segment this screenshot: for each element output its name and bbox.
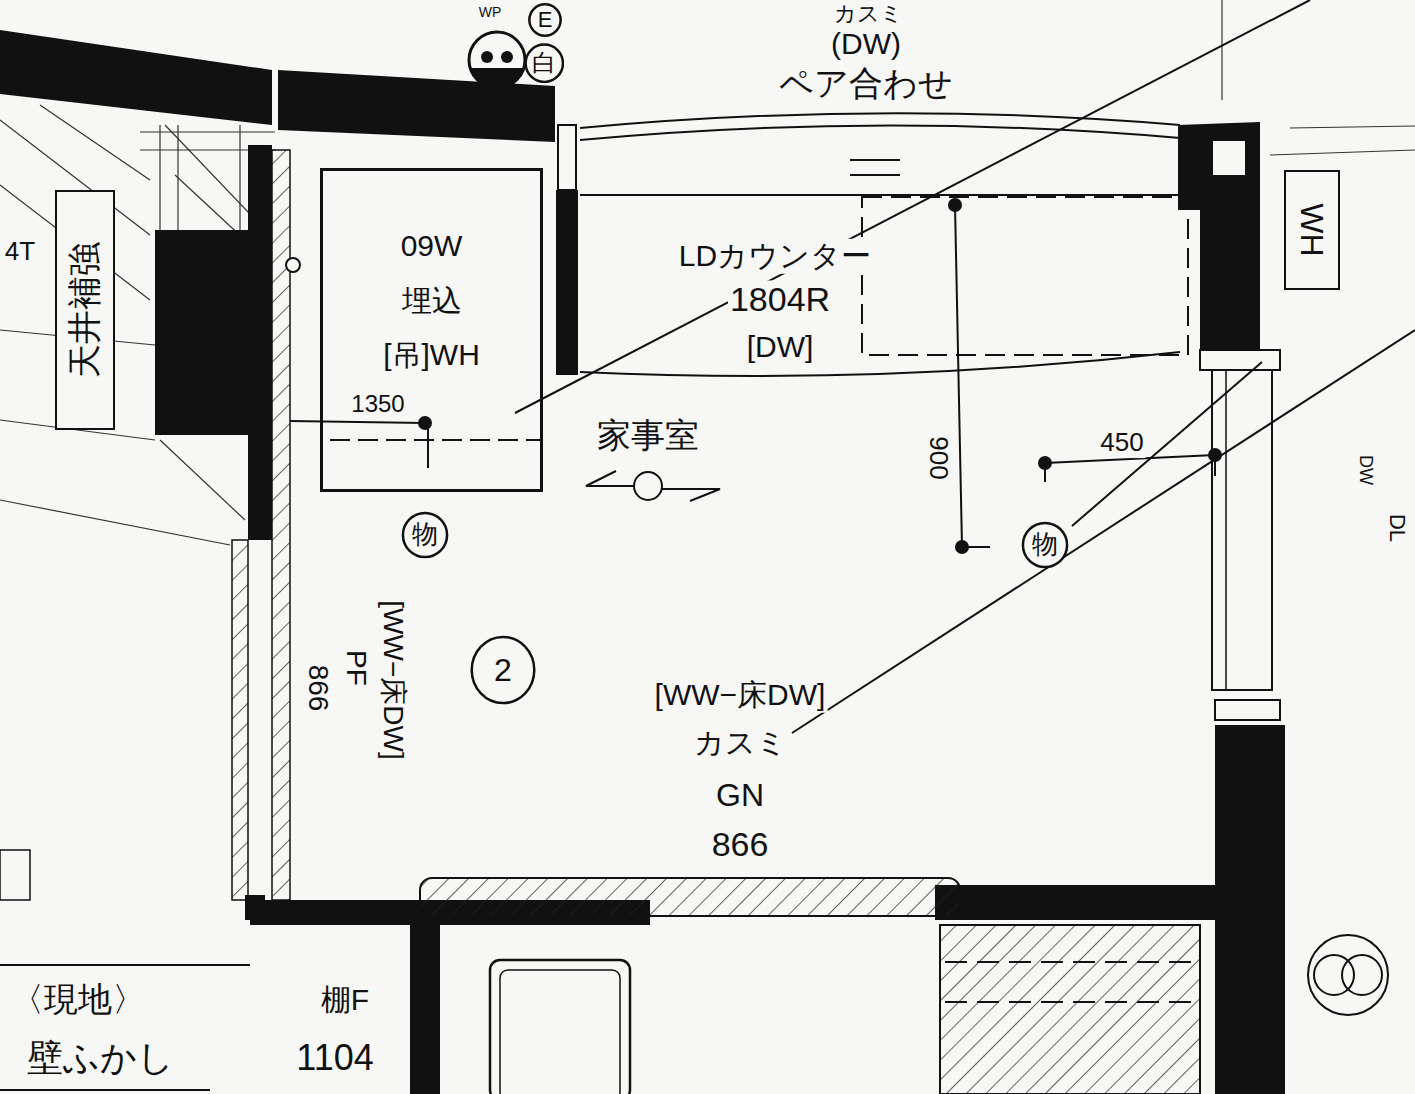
wall-mark [286, 258, 300, 272]
site-note: 壁ふかし [25, 1037, 176, 1078]
outlet-mark-text: E [538, 7, 553, 32]
wall [556, 190, 578, 375]
wall [1178, 122, 1260, 210]
part-name: 棚F [319, 983, 371, 1018]
cabinet-box-text: 09W [401, 229, 463, 264]
dimension-dot [955, 540, 969, 554]
room-number: 2 [469, 634, 537, 706]
site-note: 〈現地〉 [8, 980, 148, 1019]
wall [0, 30, 272, 125]
dimension: 450 [1098, 428, 1145, 458]
dashed-line [330, 439, 540, 441]
circle-outline [403, 513, 447, 557]
spec-box: WH [1284, 170, 1340, 290]
wall-outline [1215, 700, 1280, 720]
leader-line [515, 0, 1415, 733]
finish-note: GN [714, 777, 766, 814]
wall [935, 885, 1215, 920]
column-void [1212, 140, 1246, 176]
finish-note: DW [1356, 453, 1377, 487]
note-box-text: 天井補強 [65, 242, 104, 378]
finish-note: カスミ [692, 726, 789, 761]
finish-note: [DW] [745, 330, 816, 365]
dimension-dot [948, 198, 962, 212]
outlet-mark: E [528, 3, 562, 37]
grid-line [0, 105, 270, 545]
wall-hatch [232, 540, 248, 900]
floor-hatch [940, 925, 1200, 1094]
spec-box-text: WH [1294, 203, 1331, 256]
finish-note: カスミ [832, 1, 905, 26]
wall [248, 145, 272, 540]
item-callout-text: 物 [1032, 530, 1058, 560]
finish-code: 866 [302, 663, 334, 714]
boundary-line [0, 965, 250, 1090]
fixture [0, 850, 30, 900]
wall-outline [558, 125, 576, 190]
wall [155, 230, 250, 435]
item-callout-text: 物 [412, 520, 438, 550]
outlet-symbol [469, 32, 525, 88]
cabinet-box-text: [吊]WH [383, 338, 480, 373]
circle-outline [1023, 523, 1067, 567]
fixture [500, 970, 620, 1094]
finish-note: (DW) [829, 27, 903, 62]
symbol-code: WP [477, 4, 504, 20]
finish-note: PF [340, 648, 372, 688]
dashed-line [945, 962, 1195, 1002]
dimension: 1350 [349, 390, 406, 418]
wall-outline [1200, 350, 1280, 370]
outlet-symbol [481, 51, 493, 63]
wall-outline [1225, 370, 1227, 690]
finish-code: 866 [710, 825, 771, 864]
fixture-symbol [1342, 955, 1382, 995]
cabinet-box-text: 埋込 [402, 284, 462, 319]
part-note: DL [1384, 512, 1409, 544]
wall [1200, 205, 1260, 350]
outlet-symbol [470, 68, 524, 89]
circle-outline [472, 637, 535, 703]
cabinet-box: 09W 埋込 [吊]WH [320, 168, 543, 492]
room-number-text: 2 [494, 652, 512, 689]
counter-hatch [420, 878, 960, 916]
circle-outline [529, 4, 560, 35]
finish-note: [WW−床DW] [377, 598, 409, 761]
dashed-outline [862, 197, 1188, 355]
dimension-dot [1038, 456, 1052, 470]
wall [1215, 725, 1285, 1094]
fixture-symbol [1308, 935, 1388, 1015]
dimension: 900 [923, 434, 953, 481]
dimension-dot [418, 416, 432, 430]
wall [410, 915, 440, 1094]
room-name: 家事室 [595, 416, 701, 455]
light-symbol [586, 471, 720, 501]
light-symbol [634, 472, 662, 500]
outlet-mark-text: 白 [532, 49, 556, 77]
circle-outline [525, 44, 562, 81]
dimension: 1104 [294, 1037, 375, 1078]
outlet-mark: 白 [524, 43, 565, 84]
dimension-line [290, 205, 1215, 547]
counter-outline [580, 113, 1180, 376]
wall-outline [1212, 370, 1272, 690]
fixture [490, 960, 630, 1094]
part-name: LDカウンター [677, 239, 873, 274]
finish-note: [WW−床DW] [653, 678, 828, 713]
outlet-symbol [501, 51, 513, 63]
item-callout: 物 [1021, 521, 1069, 569]
item-callout: 物 [401, 511, 449, 559]
part-note: 4T [3, 237, 37, 267]
note-box: 天井補強 [55, 190, 115, 430]
part-code: 1804R [728, 280, 832, 319]
finish-note: ペア合わせ [777, 64, 955, 103]
